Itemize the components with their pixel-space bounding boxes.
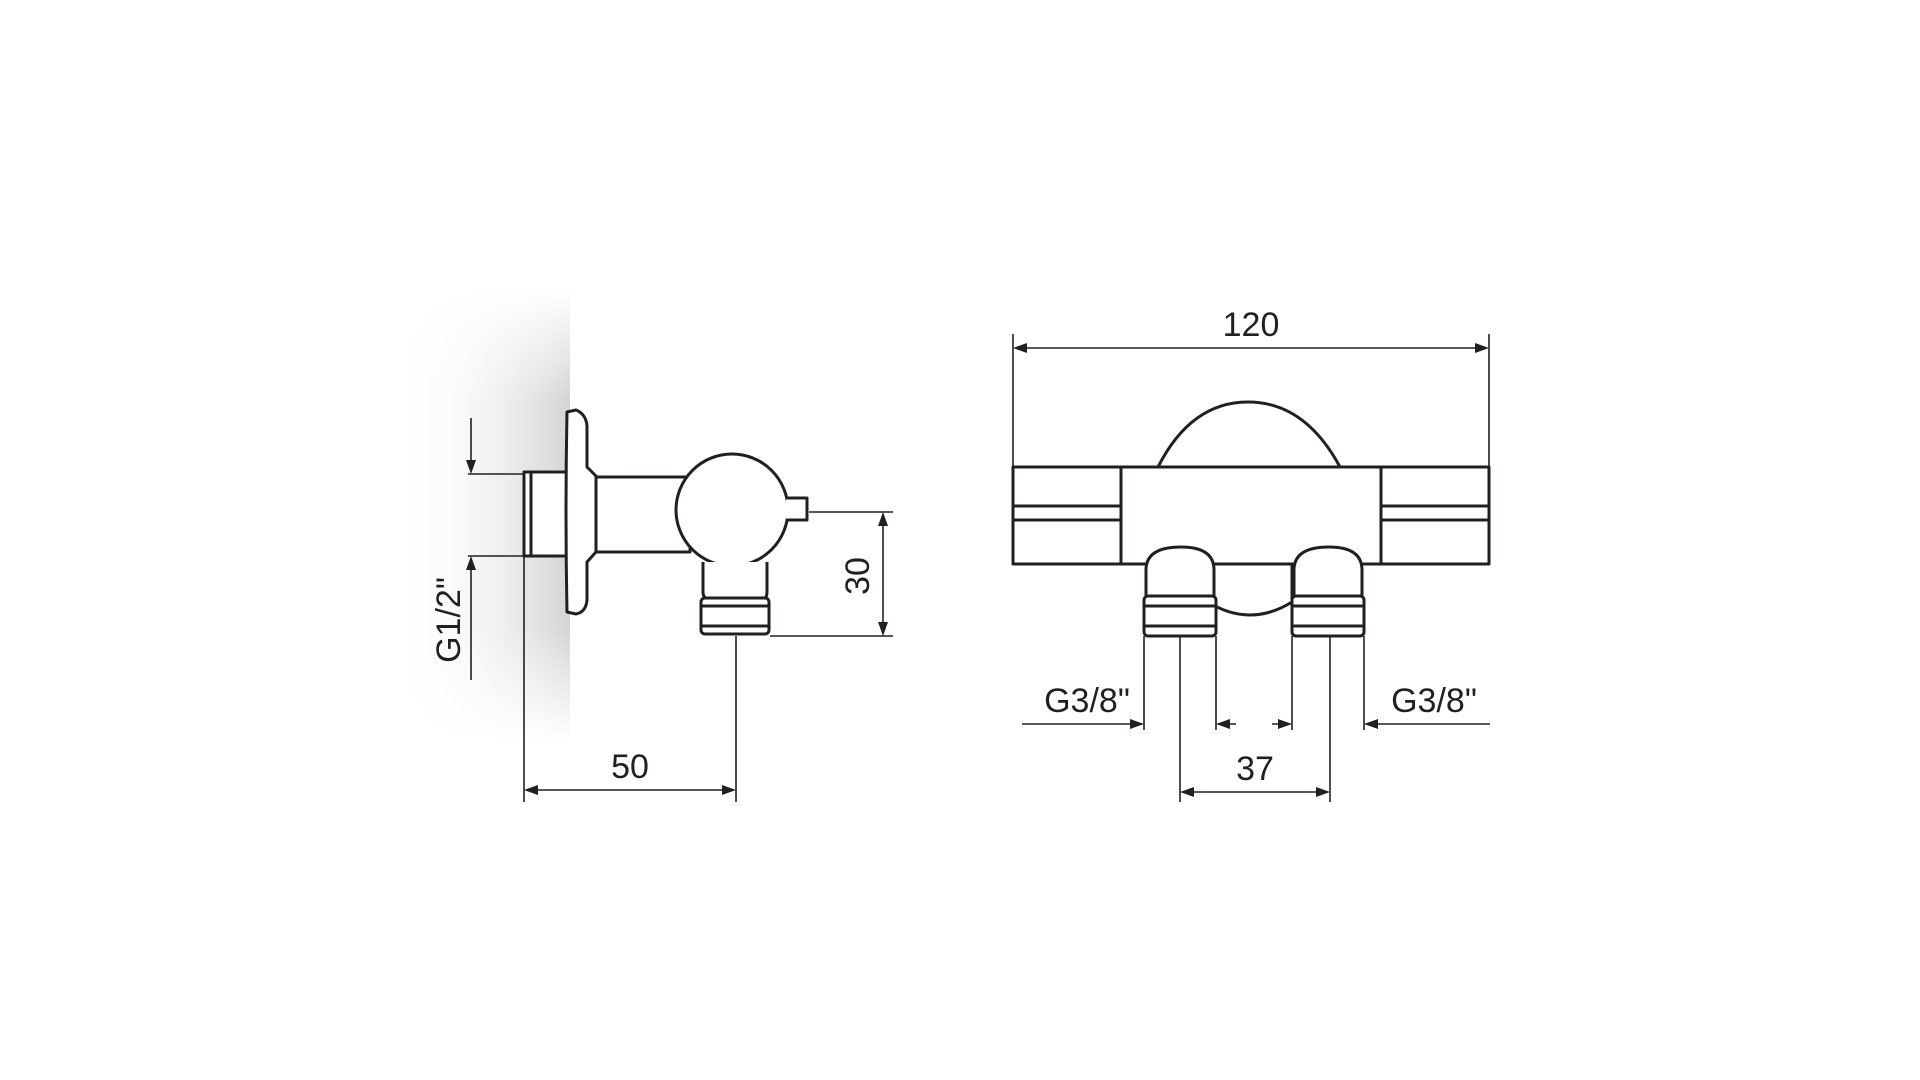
main-body: [1011, 465, 1491, 566]
label-30: 30: [839, 557, 877, 595]
side-view: G1/2" 30 50: [395, 290, 893, 802]
label-37: 37: [1236, 750, 1274, 788]
outlet-left: [1142, 545, 1218, 638]
dim-thread-right: G3/8": [1272, 682, 1490, 729]
label-g38-left: G3/8": [1044, 682, 1130, 720]
label-50: 50: [611, 748, 649, 786]
label-120: 120: [1223, 306, 1280, 344]
label-g38-right: G3/8": [1391, 682, 1477, 720]
dim-depth-50: 50: [523, 556, 737, 802]
handle-stub: [786, 496, 809, 522]
dim-spacing-37: 37: [1180, 750, 1330, 797]
outlet-right: [1290, 545, 1366, 638]
front-view: 120 G3/8" G3/8" 37: [1011, 306, 1491, 802]
dim-height-30: 30: [770, 511, 893, 637]
lower-bulge: [1206, 564, 1294, 617]
dim-thread-left: G3/8": [1022, 682, 1236, 729]
valve-body: [674, 452, 790, 568]
dim-width-120: 120: [1012, 306, 1490, 466]
dim-thread-g12: G1/2": [430, 418, 523, 680]
outlet-neck: [701, 562, 769, 602]
outlet-thread: [699, 596, 771, 636]
wall-flange: [564, 408, 598, 616]
dome: [1156, 400, 1342, 468]
label-g12: G1/2": [430, 577, 468, 663]
